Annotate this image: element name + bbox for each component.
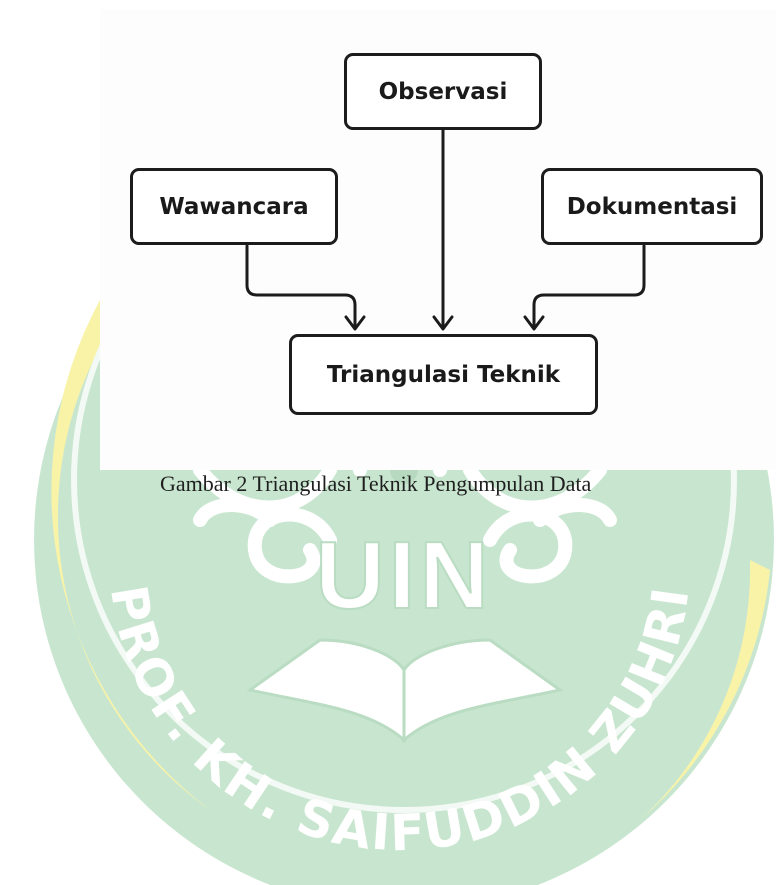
arrowhead-dokumentasi [523,315,545,331]
diagram-connectors [245,128,646,331]
figure-caption: Gambar 2 Triangulasi Teknik Pengumpulan … [160,471,592,496]
node-triangulasi-label: Triangulasi Teknik [326,361,561,388]
arrowhead-observasi [432,315,454,331]
seal-emblem-text: UIN [315,522,492,629]
edge-wawancara-triangulasi [245,244,357,329]
seal-yellow-crescent-right [640,560,770,820]
node-wawancara: Wawancara [130,168,338,245]
node-observasi: Observasi [344,53,542,130]
node-observasi-label: Observasi [378,78,508,105]
node-dokumentasi-label: Dokumentasi [566,193,738,220]
diagram-panel: Observasi Wawancara Dokumentasi Triangul… [100,9,776,470]
edge-dokumentasi-triangulasi [532,244,646,329]
node-wawancara-label: Wawancara [159,193,309,220]
seal-book-icon [246,638,564,744]
node-dokumentasi: Dokumentasi [541,168,763,245]
node-triangulasi-teknik: Triangulasi Teknik [289,334,598,415]
arrowhead-wawancara [344,315,366,331]
